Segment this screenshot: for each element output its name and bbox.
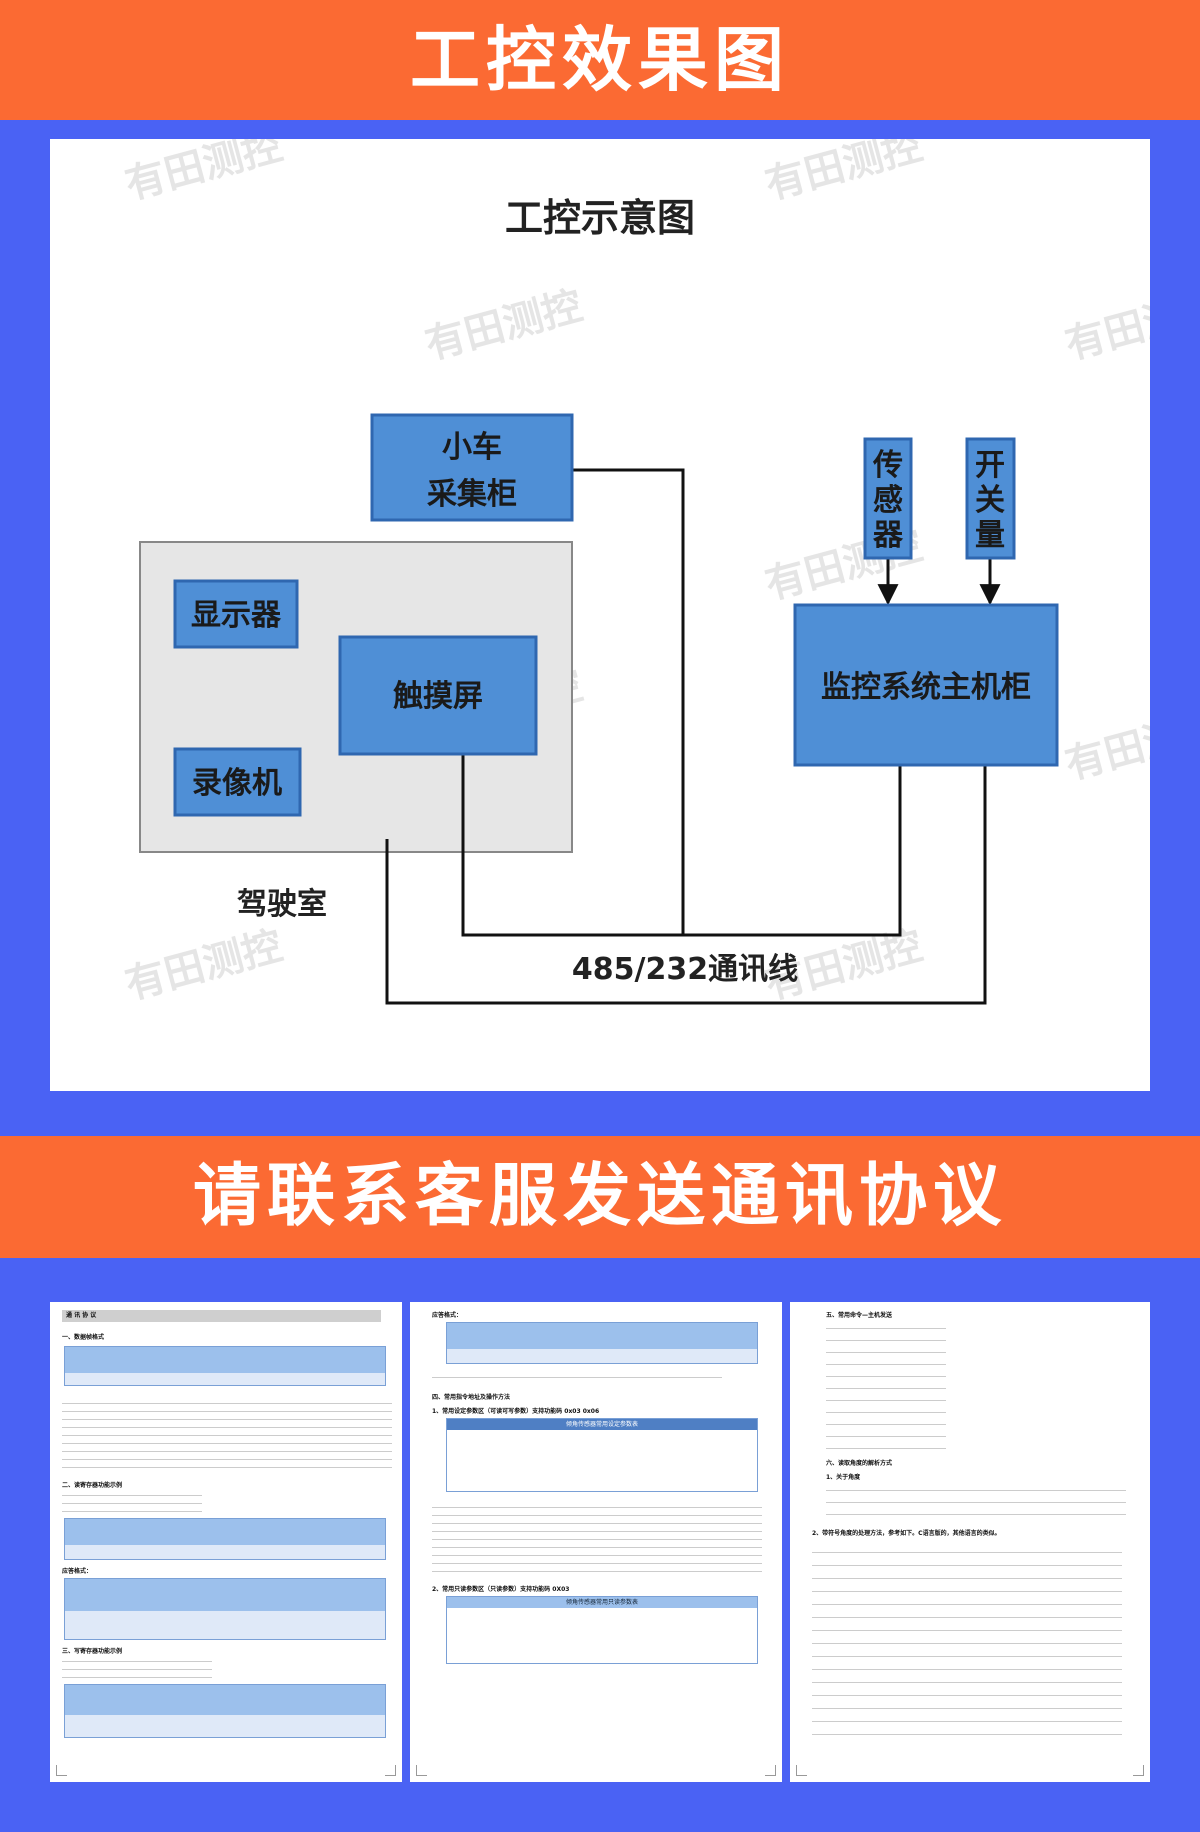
watermark: 有田测控 bbox=[1061, 703, 1150, 789]
diagram-panel: 有田测控 有田测控 有田测控 有田测控 有田测控 有田测控 有田测控 有田测控 … bbox=[50, 139, 1150, 1091]
doc-section-heading: 四、常用指令地址及操作方法 bbox=[432, 1394, 511, 1401]
doc-section-heading: 2、常用只读参数区（只读参数）支持功能码 0X03 bbox=[432, 1586, 570, 1593]
doc-section-heading: 六、读取角度的解析方式 bbox=[826, 1460, 893, 1467]
doc-title: 通 讯 协 议 bbox=[66, 1312, 97, 1319]
doc-text-lines bbox=[62, 1656, 212, 1680]
protocol-page-1: 通 讯 协 议 一、数据帧格式 二、读寄存器功能示例 应答格式： 三、写寄存器功… bbox=[50, 1302, 402, 1782]
page-corner bbox=[56, 1765, 67, 1776]
doc-section-heading: 五、常用命令—主机发送 bbox=[826, 1312, 893, 1319]
doc-table-caption: 倾角传感器常用只读参数表 bbox=[447, 1597, 757, 1608]
recorder-label: 录像机 bbox=[192, 766, 282, 801]
protocol-page-3: 五、常用命令—主机发送 六、读取角度的解析方式 1、关于角度 2、带符号角度的处… bbox=[790, 1302, 1150, 1782]
comm-line-label: 485/232通讯线 bbox=[572, 952, 798, 987]
switch-label-3: 量 bbox=[975, 518, 1005, 553]
sensor-label-2: 感 bbox=[873, 483, 903, 518]
doc-table bbox=[446, 1322, 758, 1364]
doc-text-lines bbox=[812, 1546, 1122, 1736]
car-line bbox=[572, 468, 685, 935]
middle-banner: 请联系客服发送通讯协议 bbox=[0, 1136, 1200, 1258]
host-cabinet-label: 监控系统主机柜 bbox=[821, 670, 1031, 705]
doc-section-heading: 应答格式： bbox=[432, 1312, 463, 1319]
car-cabinet-box bbox=[370, 413, 574, 522]
doc-section-heading: 三、写寄存器功能示例 bbox=[62, 1648, 123, 1655]
middle-banner-title: 请联系客服发送通讯协议 bbox=[192, 1157, 1007, 1236]
doc-table bbox=[64, 1518, 386, 1560]
doc-text-lines bbox=[432, 1372, 722, 1380]
diagram-title: 工控示意图 bbox=[505, 196, 695, 240]
protocol-page-2: 应答格式： 四、常用指令地址及操作方法 1、常用设定参数区（可读可写参数）支持功… bbox=[410, 1302, 782, 1782]
bus-line bbox=[385, 765, 987, 1005]
cab-label: 驾驶室 bbox=[237, 887, 327, 922]
watermark: 有田测控 bbox=[121, 139, 287, 209]
display-label: 显示器 bbox=[191, 598, 282, 633]
doc-section-heading: 2、带符号角度的处理方法，参考如下。C语言版的，其他语言的类似。 bbox=[812, 1530, 1001, 1537]
switch-box bbox=[965, 437, 1016, 560]
page-corner bbox=[416, 1765, 427, 1776]
sensor-box bbox=[863, 437, 913, 560]
doc-text-lines bbox=[826, 1322, 946, 1452]
watermark: 有田测控 bbox=[121, 923, 287, 1009]
doc-table bbox=[64, 1684, 386, 1738]
page-corner bbox=[1133, 1765, 1144, 1776]
watermark: 有田测控 bbox=[761, 139, 927, 209]
doc-section-heading: 应答格式： bbox=[62, 1568, 93, 1575]
car-cabinet-label-1: 小车 bbox=[442, 430, 502, 465]
doc-table-caption: 倾角传感器常用设定参数表 bbox=[447, 1419, 757, 1430]
recorder-box bbox=[173, 747, 302, 817]
sensor-label-3: 器 bbox=[872, 518, 904, 553]
doc-text-lines bbox=[62, 1490, 202, 1514]
doc-table bbox=[64, 1578, 386, 1640]
page-corner bbox=[385, 1765, 396, 1776]
doc-text-lines bbox=[432, 1502, 762, 1574]
display-box bbox=[173, 579, 299, 649]
doc-table: 倾角传感器常用设定参数表 bbox=[446, 1418, 758, 1492]
watermark: 有田测控 bbox=[421, 283, 587, 369]
sensor-label-1: 传 bbox=[872, 448, 903, 483]
doc-section-heading: 二、读寄存器功能示例 bbox=[62, 1482, 123, 1489]
touchscreen-label: 触摸屏 bbox=[393, 679, 483, 714]
car-cabinet-label-2: 采集柜 bbox=[427, 477, 517, 512]
switch-label-2: 关 bbox=[975, 483, 1005, 518]
page-corner bbox=[796, 1765, 807, 1776]
page-corner bbox=[765, 1765, 776, 1776]
doc-table: 倾角传感器常用只读参数表 bbox=[446, 1596, 758, 1664]
doc-table bbox=[64, 1346, 386, 1386]
doc-section-heading: 一、数据帧格式 bbox=[62, 1334, 105, 1341]
doc-section-heading: 1、关于角度 bbox=[826, 1474, 861, 1481]
doc-text-lines bbox=[62, 1398, 392, 1472]
watermark: 有田测控 bbox=[1061, 283, 1150, 369]
touch-line bbox=[461, 754, 902, 937]
doc-section-heading: 1、常用设定参数区（可读可写参数）支持功能码 0x03 0x06 bbox=[432, 1408, 600, 1415]
switch-label-1: 开 bbox=[975, 448, 1005, 483]
top-banner: 工控效果图 bbox=[0, 0, 1200, 120]
touchscreen-box bbox=[338, 635, 538, 756]
control-diagram: 有田测控 有田测控 有田测控 有田测控 有田测控 有田测控 有田测控 有田测控 … bbox=[121, 139, 1150, 1009]
host-cabinet-box bbox=[793, 603, 1059, 767]
top-banner-title: 工控效果图 bbox=[410, 19, 790, 101]
doc-title-bar: 通 讯 协 议 bbox=[62, 1310, 381, 1322]
doc-text-lines bbox=[826, 1484, 1126, 1518]
